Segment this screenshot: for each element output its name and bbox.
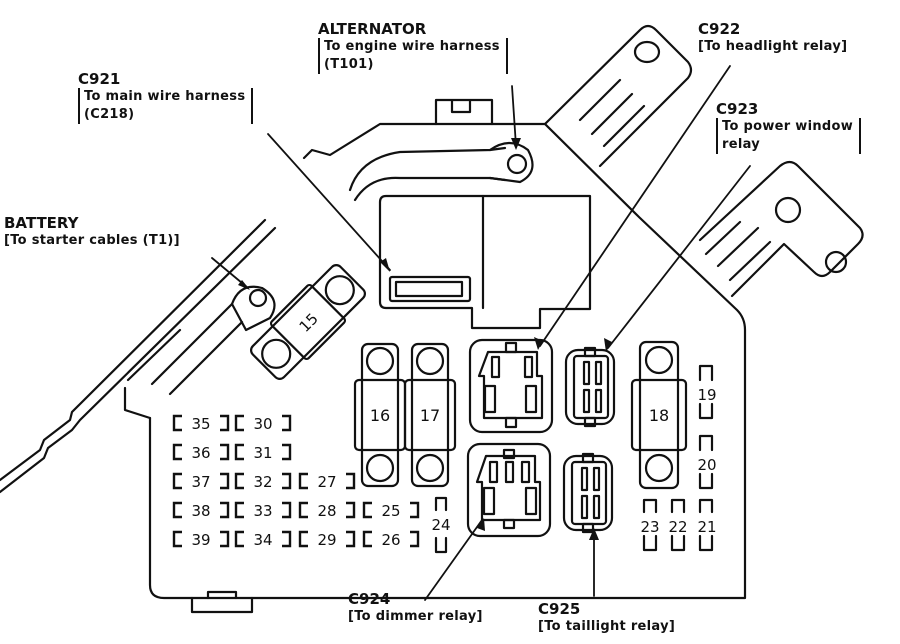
upper-compartment — [378, 194, 592, 330]
small-fuse-label: 25 — [381, 502, 400, 520]
small-fuse-label: 28 — [317, 502, 336, 520]
c925-relay-socket — [562, 452, 614, 534]
c923-callout: C923 To power window relay — [716, 100, 862, 154]
c922-relay-socket — [468, 338, 554, 434]
fuse-24-label: 24 — [431, 516, 450, 534]
small-fuse-34: 34 — [234, 530, 292, 549]
alternator-terminal-hole — [506, 153, 528, 175]
lower-bracket-hole-2 — [824, 250, 848, 274]
alternator-callout: ALTERNATOR To engine wire harness (T101) — [318, 20, 508, 74]
mounting-rail-inner — [123, 328, 182, 420]
fuse-18-label: 18 — [649, 406, 669, 425]
c921-desc-line2: (C218) — [84, 107, 135, 122]
fuse-21-label: 21 — [697, 518, 716, 536]
c921-callout: C921 To main wire harness (C218) — [78, 70, 254, 124]
small-fuse-label: 38 — [191, 502, 210, 520]
fuse-17-label: 17 — [420, 406, 440, 425]
small-fuse-32: 32 — [234, 472, 292, 491]
lower-bracket-slots — [704, 220, 772, 282]
fuse-22-label: 22 — [668, 518, 687, 536]
battery-callout: BATTERY [To starter cables (T1)] — [4, 214, 180, 250]
battery-terminal — [230, 285, 276, 332]
small-fuse-label: 32 — [253, 473, 272, 491]
alternator-terminal — [488, 141, 534, 184]
c923-desc-line2: relay — [722, 137, 761, 152]
small-fuse-29: 29 — [298, 530, 356, 549]
battery-cable — [150, 302, 244, 396]
fuse-23-label: 23 — [640, 518, 659, 536]
housing-outline — [148, 122, 747, 600]
housing-top-tab — [434, 98, 494, 126]
alternator-desc-line1: To engine wire harness — [324, 39, 500, 54]
c923-desc-line1: To power window — [722, 119, 854, 134]
upper-bracket-hole — [633, 40, 661, 64]
small-fuse-39: 39 — [172, 530, 230, 549]
small-fuse-label: 26 — [381, 531, 400, 549]
small-fuse-label: 36 — [191, 444, 210, 462]
upper-bracket — [543, 24, 693, 168]
battery-desc: [To starter cables (T1)] — [4, 233, 180, 248]
c924-callout: C924 [To dimmer relay] — [348, 590, 483, 626]
fuse-17 — [403, 342, 457, 488]
fuse-15-label: 15 — [296, 310, 322, 336]
lower-bracket — [698, 160, 864, 298]
battery-code: BATTERY — [4, 214, 79, 232]
vertical-fuse-slots — [434, 364, 714, 554]
arrowheads — [238, 138, 612, 540]
small-fuse-31: 31 — [234, 443, 292, 462]
lower-bracket-hole-1 — [774, 196, 802, 224]
small-fuse-27: 27 — [298, 472, 356, 491]
c923-code: C923 — [716, 100, 759, 118]
small-fuse-label: 34 — [253, 531, 272, 549]
c923-relay-socket — [564, 346, 616, 428]
mounting-rail — [0, 218, 277, 494]
c921-desc-line1: To main wire harness — [84, 89, 246, 104]
c924-code: C924 — [348, 590, 391, 608]
small-fuse-25: 25 — [362, 501, 420, 520]
small-fuse-label: 30 — [253, 415, 272, 433]
small-fuse-label: 35 — [191, 415, 210, 433]
small-fuse-label: 33 — [253, 502, 272, 520]
leader-lines — [211, 65, 751, 601]
small-fuse-label: 29 — [317, 531, 336, 549]
small-fuse-38: 38 — [172, 501, 230, 520]
c925-code: C925 — [538, 600, 581, 618]
fuse-15 — [249, 263, 367, 381]
fuse-19-label: 19 — [697, 386, 716, 404]
c921-code: C921 — [78, 70, 121, 88]
c922-code: C922 — [698, 20, 741, 38]
fuse-18 — [630, 340, 688, 490]
small-fuse-label: 31 — [253, 444, 272, 462]
alternator-cable — [348, 146, 507, 202]
c924-relay-socket — [466, 442, 552, 538]
c925-callout: C925 [To taillight relay] — [538, 600, 675, 636]
small-fuse-label: 37 — [191, 473, 210, 491]
upper-bracket-slots — [578, 78, 646, 148]
c925-desc: [To taillight relay] — [538, 619, 676, 634]
small-fuse-30: 30 — [234, 414, 292, 433]
small-fuse-33: 33 — [234, 501, 292, 520]
small-fuse-37: 37 — [172, 472, 230, 491]
c921-connector — [388, 275, 472, 303]
small-fuse-36: 36 — [172, 443, 230, 462]
small-fuse-label: 27 — [317, 473, 336, 491]
small-fuse-label: 39 — [191, 531, 210, 549]
alternator-desc-line2: (T101) — [324, 57, 374, 72]
small-fuse-26: 26 — [362, 530, 420, 549]
housing-bottom-tab — [190, 590, 254, 614]
fuse-16-label: 16 — [370, 406, 390, 425]
c922-callout: C922 [To headlight relay] — [698, 20, 847, 56]
alternator-code: ALTERNATOR — [318, 20, 427, 38]
c924-desc: [To dimmer relay] — [348, 609, 483, 624]
battery-terminal-hole — [248, 288, 268, 308]
small-fuse-35: 35 — [172, 414, 230, 433]
fuse-20-label: 20 — [697, 456, 716, 474]
small-fuse-28: 28 — [298, 501, 356, 520]
c922-desc: [To headlight relay] — [698, 39, 848, 54]
